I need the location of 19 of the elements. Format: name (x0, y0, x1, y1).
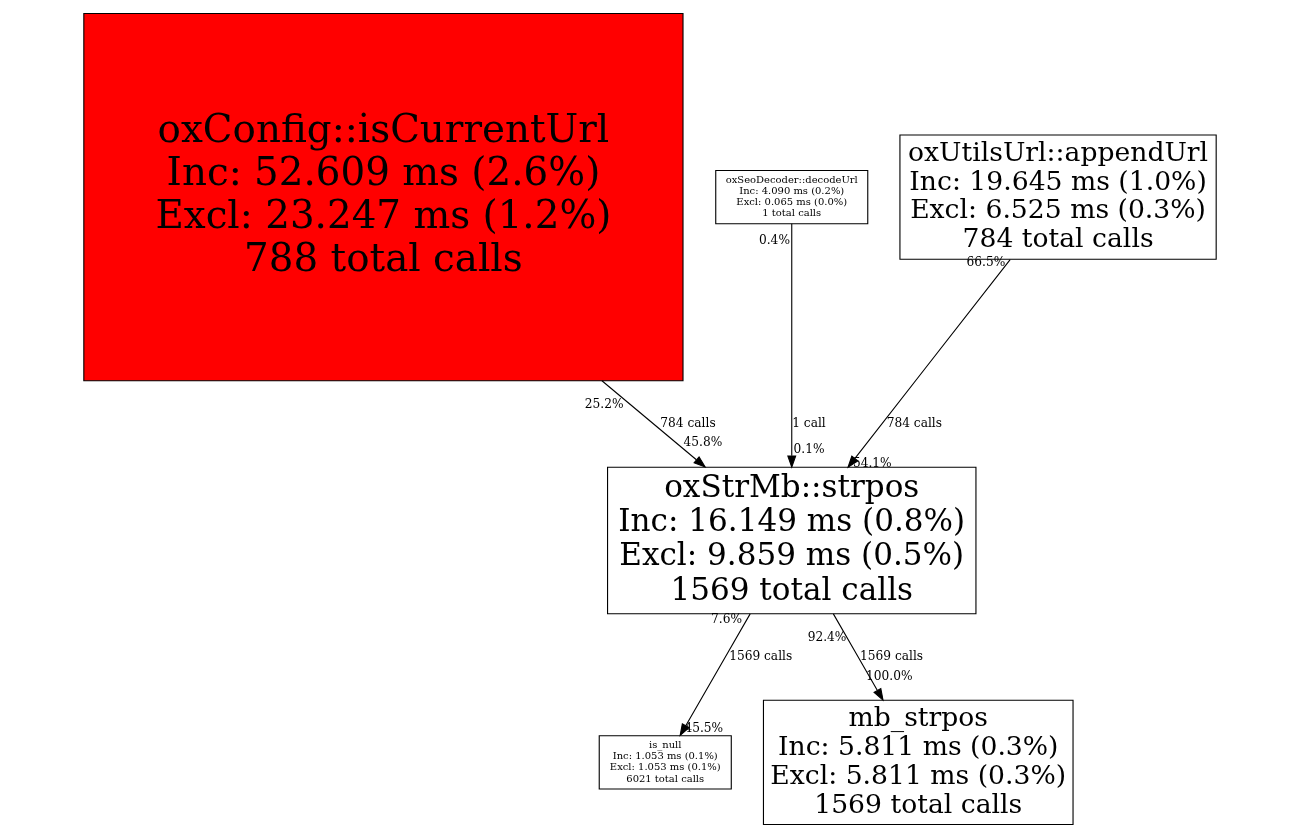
label: 7.6% (710, 611, 742, 626)
node-box: oxStrMb::strpos Inc: 16.149 ms (0.8%) Excl: 9.859 ms (0.5%) 1569 total calls (606, 466, 976, 614)
label: 25.2% (584, 396, 623, 411)
node-box: oxSeoDecoder::decodeUrl Inc: 4.090 ms (0.2%) Excl: 0.065 ms (0.0%) 1 total calls (714, 169, 868, 224)
edge-label: 1569 calls (859, 648, 923, 663)
node-box: oxConfig::isCurrentUrl Inc: 52.609 ms (2.6%) Excl: 23.247 ms (1.2%) 788 total calls (82, 12, 684, 381)
edge-label: 784 calls (659, 415, 716, 430)
label: 45.8% (683, 434, 722, 449)
label: 0.1% (793, 441, 824, 456)
edge-label: 784 calls (886, 415, 942, 430)
arrow (600, 379, 706, 468)
arrow (786, 222, 796, 469)
node-box: is_null Inc: 1.053 ms (0.1%) Excl: 1.053 ms (0.1%) 6021 total calls (598, 734, 732, 790)
label: 0.4% (758, 232, 790, 247)
label: 92.4% (807, 629, 846, 644)
edge-label: 1 call (791, 415, 826, 430)
arrow (832, 612, 884, 701)
edge-label: 1569 calls (728, 648, 792, 663)
node-box: mb_strpos Inc: 5.811 ms (0.3%) Excl: 5.811 ms (0.3%) 1569 total calls (762, 699, 1074, 825)
